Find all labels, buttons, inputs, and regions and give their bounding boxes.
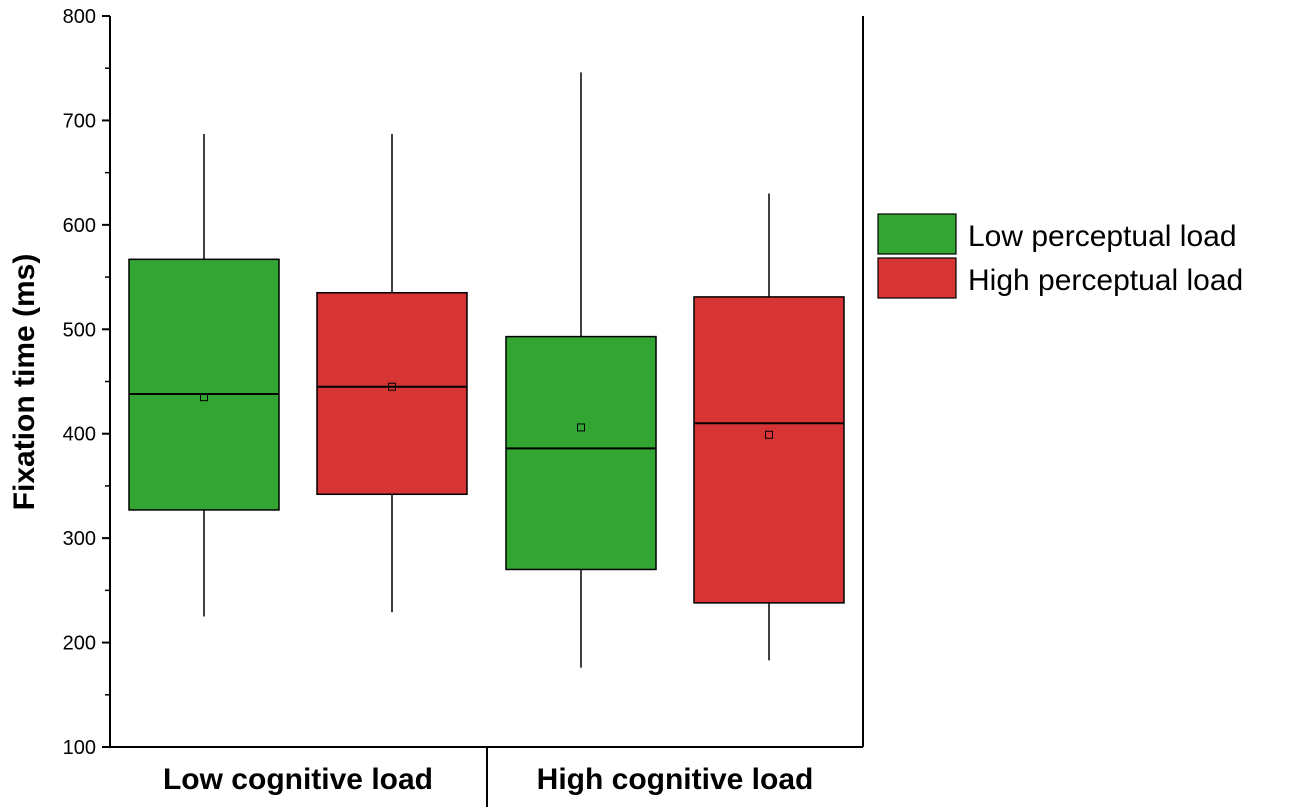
box-1-1 [693, 193, 845, 661]
box-1-0 [316, 134, 468, 613]
mean-marker [577, 423, 585, 432]
y-tick-label: 100 [63, 737, 96, 759]
box-body [505, 335, 657, 571]
box-body [693, 296, 845, 604]
y-tick-label: 400 [63, 424, 96, 446]
box-0-1 [505, 72, 657, 668]
box-0-0 [128, 134, 280, 617]
y-tick-label: 300 [63, 528, 96, 550]
y-tick-label: 800 [63, 6, 96, 28]
y-tick-label: 600 [63, 215, 96, 237]
mean-marker [388, 382, 396, 391]
y-tick-label: 700 [63, 110, 96, 132]
legend-label-high-perceptual: High perceptual load [968, 264, 1243, 297]
legend-label-low-perceptual: Low perceptual load [968, 220, 1237, 253]
y-axis-title: Fixation time (ms) [8, 254, 41, 511]
y-axis-ticks: 100 200 300 400 500 600 700 800 [63, 6, 110, 759]
legend-swatch-low-perceptual [877, 213, 957, 255]
mean-marker [765, 430, 773, 439]
group-label-low-cognitive: Low cognitive load [163, 763, 433, 796]
legend-swatch-high-perceptual [877, 257, 957, 299]
y-tick-label: 500 [63, 319, 96, 341]
y-tick-label: 200 [63, 633, 96, 655]
box-series [128, 72, 845, 668]
box-body [316, 291, 468, 496]
box-body [128, 258, 280, 511]
mean-marker [200, 393, 208, 402]
legend: Low perceptual load High perceptual load [877, 213, 1243, 299]
group-label-high-cognitive: High cognitive load [537, 763, 814, 796]
